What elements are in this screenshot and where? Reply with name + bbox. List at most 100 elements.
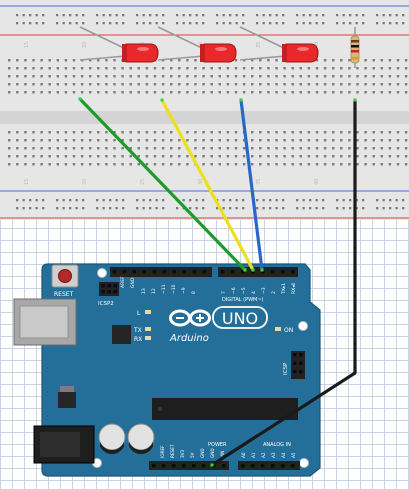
led-1[interactable] (79, 26, 159, 63)
wire-yellow[interactable] (160, 98, 255, 272)
breadboard-hole (218, 147, 221, 150)
breadboard-hole (382, 207, 385, 210)
breadboard-hole (161, 139, 165, 142)
breadboard-hole (235, 22, 238, 25)
wire-blue[interactable] (239, 98, 264, 272)
breadboard-hole (332, 59, 335, 62)
breadboard-hole (97, 131, 100, 134)
header-pin (271, 464, 275, 468)
breadboard-hole (267, 75, 270, 78)
breadboard-hole (242, 163, 246, 166)
breadboard-hole (315, 131, 319, 134)
led-lead (239, 55, 287, 61)
breadboard-hole (336, 199, 339, 202)
breadboard-hole (195, 207, 198, 210)
breadboard-hole (402, 199, 405, 202)
led-2[interactable] (157, 26, 237, 63)
breadboard-hole (62, 14, 65, 17)
breadboard-hole (129, 139, 132, 142)
column-number: 20 (82, 42, 88, 48)
breadboard-hole (226, 75, 230, 78)
breadboard-hole (161, 163, 165, 166)
resistor-band (351, 57, 359, 60)
breadboard-hole (202, 22, 205, 25)
breadboard-hole (226, 155, 230, 158)
wire-end (239, 98, 243, 102)
breadboard-hole (355, 207, 358, 210)
breadboard-hole (218, 139, 221, 142)
breadboard-hole (145, 75, 149, 78)
breadboard-hole (388, 139, 392, 142)
breadboard-hole (8, 139, 11, 142)
breadboard-hole (302, 207, 305, 210)
breadboard-hole (153, 67, 157, 70)
rx-led-label: RX (134, 336, 142, 343)
breadboard-hole (302, 199, 305, 202)
breadboard-hole (121, 163, 124, 166)
wire-green[interactable] (78, 97, 247, 272)
header-pin (241, 270, 245, 274)
reset-button[interactable] (51, 264, 79, 288)
breadboard-hole (153, 147, 157, 150)
breadboard-hole (155, 199, 158, 202)
wires (78, 97, 357, 467)
breadboard-hole (32, 67, 35, 70)
breadboard-hole (234, 139, 238, 142)
breadboard-hole (142, 207, 145, 210)
breadboard-hole (129, 75, 132, 78)
breadboard-hole (323, 91, 327, 94)
breadboard-hole (380, 91, 383, 94)
breadboard-hole (121, 91, 124, 94)
capacitor-body (98, 423, 126, 451)
breadboard-hole (218, 91, 221, 94)
header-pin (107, 290, 111, 294)
header-pin (182, 270, 186, 274)
breadboard-hole (109, 14, 112, 17)
breadboard-hole (162, 22, 165, 25)
breadboard-hole (362, 14, 365, 17)
breadboard-hole (323, 139, 327, 142)
led-3[interactable] (239, 26, 319, 63)
breadboard-hole (89, 91, 92, 94)
breadboard-hole (234, 67, 238, 70)
breadboard-hole (137, 155, 140, 158)
breadboard-hole (115, 22, 118, 25)
icsp2-label: ICSP2 (98, 301, 114, 307)
breadboard-hole (283, 147, 286, 150)
model-label: UNO (222, 309, 258, 328)
resistor[interactable] (350, 27, 360, 68)
header-pin (172, 270, 176, 274)
breadboard-hole (404, 83, 408, 86)
breadboard-hole (170, 131, 173, 134)
breadboard-hole (275, 147, 278, 150)
breadboard-hole (315, 91, 319, 94)
breadboard-hole (170, 91, 173, 94)
reset-button-cap (58, 269, 72, 283)
breadboard-hole (178, 83, 181, 86)
breadboard-hole (129, 147, 132, 150)
breadboard-hole (332, 131, 335, 134)
breadboard-hole (262, 14, 265, 17)
breadboard-hole (16, 147, 19, 150)
breadboard-hole (323, 155, 327, 158)
breadboard-hole (235, 207, 238, 210)
breadboard-hole (29, 199, 32, 202)
breadboard-hole (189, 14, 192, 17)
breadboard-hole (145, 131, 149, 134)
breadboard-hole (372, 67, 375, 70)
breadboard-hole (195, 22, 198, 25)
breadboard-hole (222, 199, 225, 202)
led-flange (122, 44, 127, 62)
breadboard-hole (299, 91, 302, 94)
breadboard-hole (226, 147, 230, 150)
breadboard-hole (8, 91, 11, 94)
breadboard-hole (299, 131, 302, 134)
breadboard-hole (267, 155, 270, 158)
breadboard-hole (256, 199, 259, 202)
wire-black[interactable] (210, 98, 357, 467)
led-lead (239, 26, 287, 50)
breadboard-hole (202, 207, 205, 210)
breadboard-hole (364, 147, 367, 150)
